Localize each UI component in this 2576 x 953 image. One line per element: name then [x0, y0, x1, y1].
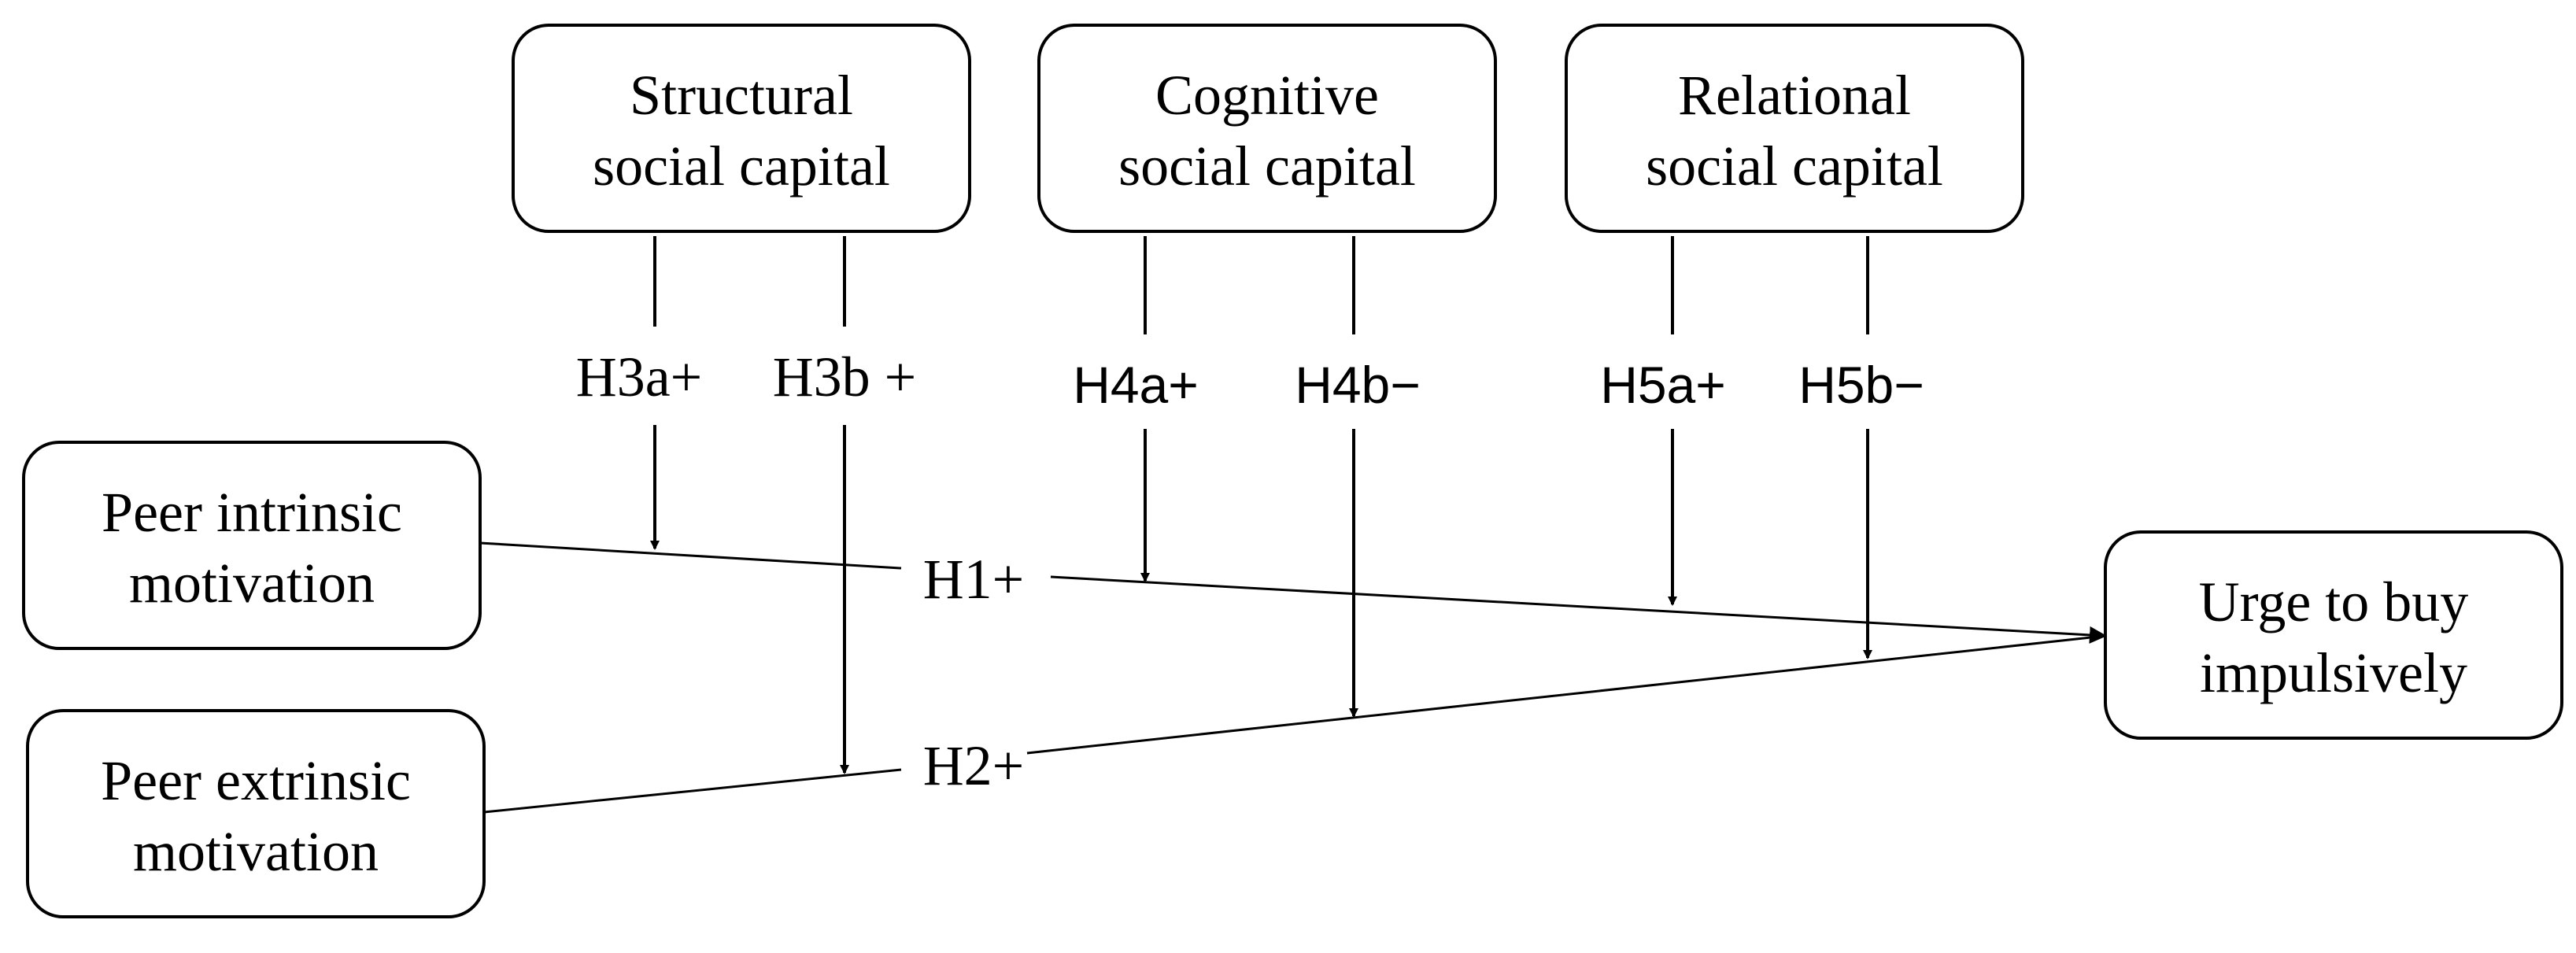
node-peer-extrinsic-motivation: Peer extrinsic motivation [26, 709, 486, 918]
label-h5b: H5b− [1798, 356, 1924, 414]
label-h2: H2+ [923, 734, 1025, 797]
urge-line2: impulsively [2200, 641, 2467, 704]
node-structural-social-capital: Structural social capital [512, 24, 971, 233]
label-h1: H1+ [923, 548, 1025, 611]
label-h4a: H4a+ [1073, 356, 1199, 414]
cognitive-line2: social capital [1118, 135, 1416, 198]
label-h3b: H3b + [773, 345, 917, 408]
relational-line1: Relational [1678, 64, 1911, 127]
label-h5a: H5a+ [1600, 356, 1726, 414]
peer-extrinsic-line2: motivation [133, 820, 379, 883]
node-urge-to-buy-impulsively: Urge to buy impulsively [2104, 530, 2563, 740]
relational-line2: social capital [1646, 135, 1943, 198]
structural-line2: social capital [593, 135, 890, 198]
edge-h1-part1 [479, 541, 902, 570]
peer-intrinsic-line1: Peer intrinsic [102, 481, 402, 544]
cognitive-line1: Cognitive [1155, 64, 1379, 127]
edge-h1-part2 [1050, 575, 2107, 644]
structural-line1: Structural [630, 64, 853, 127]
peer-extrinsic-line1: Peer extrinsic [101, 749, 411, 812]
peer-intrinsic-line2: motivation [129, 552, 375, 615]
node-cognitive-social-capital: Cognitive social capital [1037, 24, 1497, 233]
label-h3a: H3a+ [576, 345, 703, 408]
edge-h2-part2 [1026, 634, 2106, 755]
label-h4b: H4b− [1295, 356, 1421, 414]
urge-line1: Urge to buy [2199, 571, 2469, 633]
edge-h2-part1 [483, 768, 902, 814]
node-relational-social-capital: Relational social capital [1565, 24, 2024, 233]
node-peer-intrinsic-motivation: Peer intrinsic motivation [22, 441, 482, 650]
